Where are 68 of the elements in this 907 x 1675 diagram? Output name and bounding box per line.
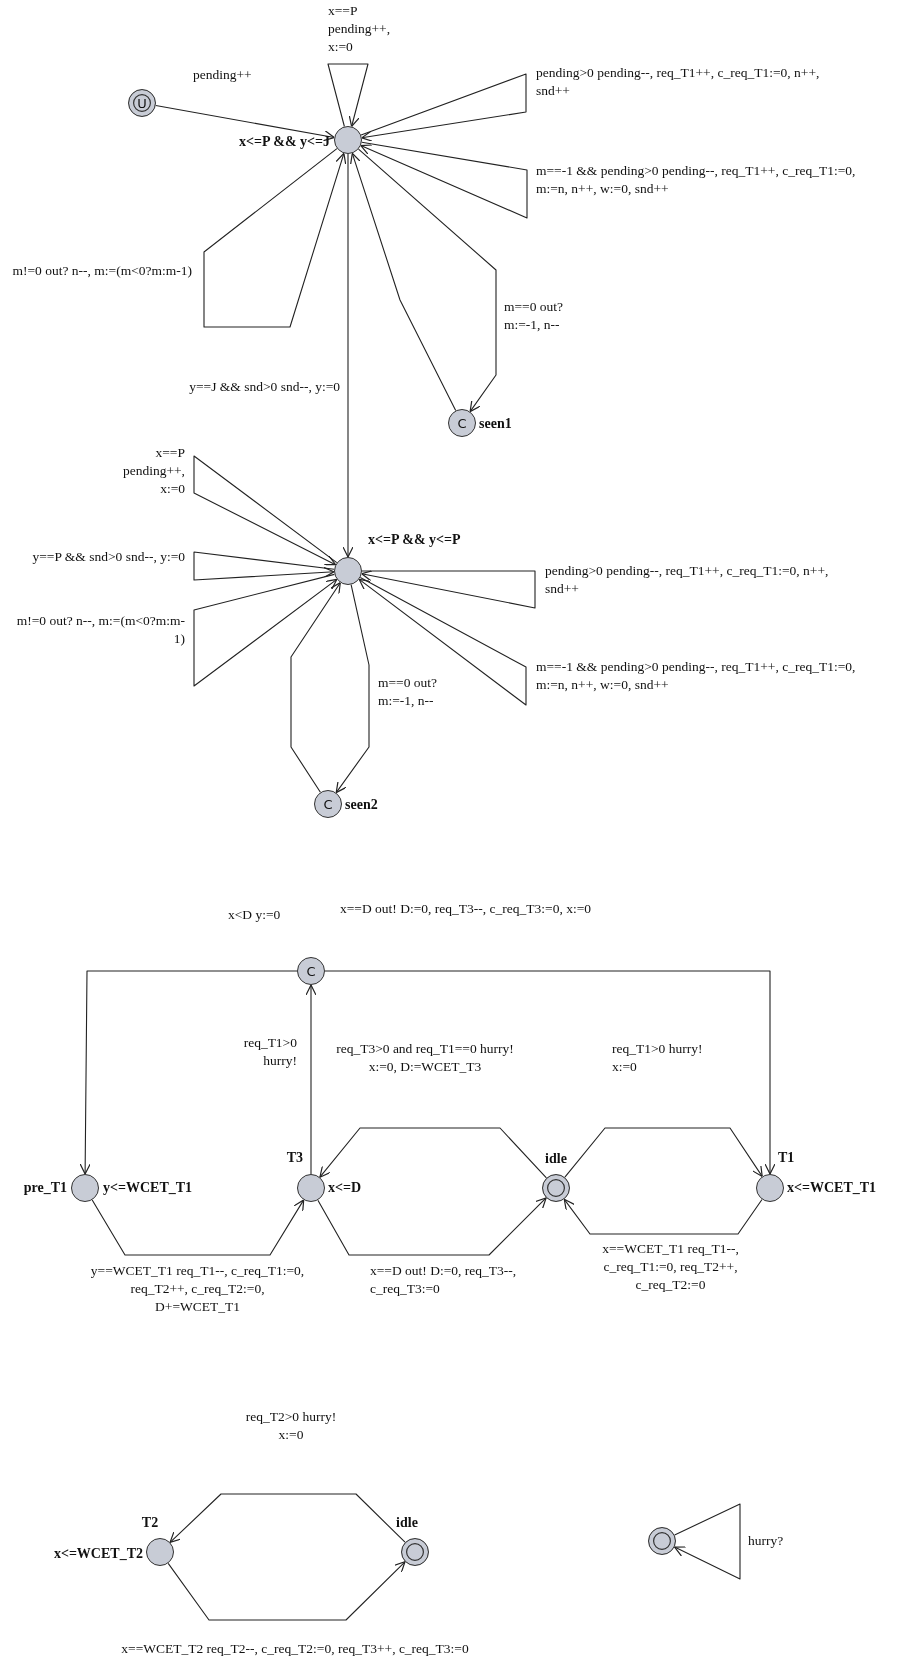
edge-label: req_T3>0 and req_T1==0 hurry! x:=0, D:=WCET_T3 [335, 1040, 515, 1077]
transition-arrow [290, 582, 341, 793]
location-label: x<=P && y<=J [239, 134, 330, 150]
transition-arrow [342, 153, 354, 558]
edge-label: hurry? [748, 1532, 785, 1550]
transition-arrow [203, 148, 347, 328]
transition-arrow [319, 1127, 547, 1179]
location-label: y<=WCET_T1 [103, 1180, 193, 1196]
location-label: x<=WCET_T1 [787, 1180, 877, 1196]
transition-arrow [167, 1561, 406, 1621]
location-label: x<=WCET_T2 [53, 1546, 143, 1562]
transition-arrow [674, 1503, 741, 1580]
edge-label: x==WCET_T1 req_T1--, c_req_T1:=0, req_T2++, c_req_T2:=0 [601, 1240, 740, 1295]
edge-label: y==P && snd>0 snd--, y:=0 [31, 548, 185, 566]
edge-label: y==J && snd>0 snd--, y:=0 [188, 378, 340, 396]
transition-arrow [317, 1197, 547, 1256]
edge-label: pending>0 pending--, req_T1++, c_req_T1:=0, n++, snd++ [536, 64, 821, 101]
location-label: T2 [141, 1515, 159, 1531]
location-label: x<=D [328, 1180, 362, 1196]
transition-arrow [335, 584, 370, 794]
location-marker: C [314, 790, 342, 818]
edge-label: x==WCET_T2 req_T2--, c_req_T2:=0, req_T3++, c_req_T3:=0 [120, 1640, 470, 1658]
transition-arrow [324, 970, 776, 1175]
location-label: seen1 [479, 416, 512, 432]
edge-label: m==-1 && pending>0 pending--, req_T1++, c_req_T1:=0, m:=n, n++, w:=0, snd++ [536, 162, 857, 199]
edge-label: x==P pending++, x:=0 [121, 444, 185, 499]
location-label: idle [545, 1151, 567, 1167]
edge-label: x==D out! D:=0, req_T3--, c_req_T3:=0, x:=0 [340, 900, 592, 918]
edge-label: pending>0 pending--, req_T1++, c_req_T1:=0, n++, snd++ [545, 562, 830, 599]
transition-arrow [155, 104, 335, 142]
transition-arrow [563, 1198, 763, 1235]
edge-label: m==-1 && pending>0 pending--, req_T1++, c_req_T1:=0, m:=n, n++, w:=0, snd++ [536, 658, 857, 695]
transition-arrow [357, 148, 497, 413]
transition-arrow [79, 970, 298, 1175]
edge-label: req_T1>0 hurry! x:=0 [612, 1040, 704, 1077]
transition-arrow [350, 152, 457, 412]
location-label: seen2 [345, 797, 378, 813]
location-label: T3 [286, 1150, 303, 1166]
transition-arrow [91, 1199, 305, 1256]
location-label: pre_T1 [23, 1180, 67, 1196]
edge-label: req_T2>0 hurry! x:=0 [244, 1408, 338, 1445]
edge-label: x<D y:=0 [228, 906, 282, 924]
edge-label: m==0 out? m:=-1, n-- [504, 298, 565, 335]
edge-label: m!=0 out? n--, m:=(m<0?m:m-1) [15, 612, 185, 649]
transition-arrow [360, 141, 528, 219]
transition-arrow [169, 1493, 406, 1543]
transition-arrow [193, 455, 338, 566]
edge-label: pending++ [193, 66, 253, 84]
transition-arrow [327, 63, 369, 128]
transition-arrow [358, 577, 527, 706]
edge-label: x==D out! D:=0, req_T3--, c_req_T3:=0 [370, 1262, 518, 1299]
transition-arrow [193, 573, 338, 687]
location-marker: U [128, 89, 156, 117]
location-label: idle [396, 1515, 418, 1531]
transition-arrow [361, 570, 536, 609]
edge-label: m!=0 out? n--, m:=(m<0?m:m-1) [11, 262, 192, 280]
location-marker: C [297, 957, 325, 985]
edge-label: m==0 out? m:=-1, n-- [378, 674, 439, 711]
location-label: x<=P && y<=P [368, 532, 461, 548]
transition-arrow [305, 984, 317, 1175]
transition-arrow [193, 551, 335, 581]
edge-label: x==P pending++, x:=0 [328, 2, 392, 57]
edge-label: req_T1>0 hurry! [242, 1034, 297, 1071]
location-label: T1 [778, 1150, 795, 1166]
location-marker: C [448, 409, 476, 437]
transition-arrow [360, 73, 527, 142]
edge-label: y==WCET_T1 req_T1--, c_req_T1:=0, req_T2++, c_req_T2:=0, D+=WCET_T1 [90, 1262, 305, 1317]
transition-arrow [564, 1127, 763, 1178]
